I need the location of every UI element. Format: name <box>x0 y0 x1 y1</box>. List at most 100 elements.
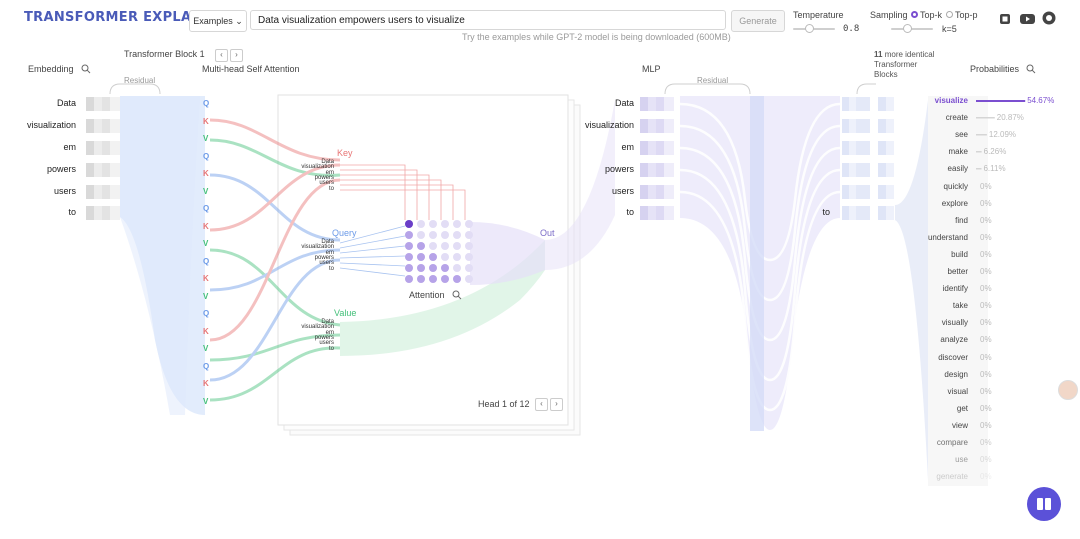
block-output-vector[interactable] <box>842 206 870 220</box>
block-output-vector[interactable] <box>842 141 870 155</box>
probability-token[interactable]: build <box>951 249 968 259</box>
k-value: k=5 <box>942 24 957 34</box>
avatar[interactable] <box>1058 380 1078 400</box>
probability-token[interactable]: identify <box>942 284 968 294</box>
k-slider-knob[interactable] <box>903 24 912 33</box>
prompt-input[interactable]: Data visualization empowers users to vis… <box>250 10 726 30</box>
mlp-input-vector[interactable] <box>640 141 674 155</box>
block-output-vector[interactable] <box>842 163 870 177</box>
github-icon[interactable] <box>1042 11 1056 25</box>
probability-token[interactable]: view <box>951 420 968 430</box>
examples-dropdown[interactable]: Examples ⌄ <box>189 10 247 32</box>
block-output-vector[interactable] <box>842 119 870 133</box>
temperature-slider[interactable] <box>793 28 835 30</box>
qkv-letter-v: V <box>203 186 209 196</box>
book-button[interactable] <box>1027 487 1061 521</box>
final-block-vector[interactable] <box>878 119 894 133</box>
qkv-letter-k: K <box>203 274 209 283</box>
block-next-button[interactable]: › <box>230 49 243 62</box>
probability-token[interactable]: easily <box>947 164 968 174</box>
final-block-vector[interactable] <box>878 185 894 199</box>
mlp-input-vector[interactable] <box>640 97 674 111</box>
qkv-letter-k: K <box>203 379 209 388</box>
zoom-icon[interactable] <box>81 64 91 74</box>
embedding-vector[interactable] <box>86 206 120 220</box>
probability-token[interactable]: quickly <box>943 181 968 191</box>
probability-token[interactable]: see <box>955 130 968 140</box>
token-label: visualization <box>26 120 76 130</box>
model-icon[interactable] <box>998 12 1012 26</box>
generate-button[interactable]: Generate <box>731 10 785 32</box>
mlp-input-vector[interactable] <box>640 185 674 199</box>
probability-token[interactable]: generate <box>936 472 968 482</box>
block-prev-button[interactable]: ‹ <box>215 49 228 62</box>
mlp-input-vector[interactable] <box>640 163 674 177</box>
matrix-token-label: visualization <box>301 244 334 251</box>
youtube-icon[interactable] <box>1020 12 1035 26</box>
probability-token[interactable]: take <box>952 301 968 311</box>
qkv-letter-q: Q <box>203 204 210 213</box>
value-label: Value <box>334 308 357 318</box>
qkv-letter-q: Q <box>203 309 210 318</box>
k-slider[interactable] <box>891 28 933 30</box>
mlp-input-vector[interactable] <box>640 206 674 220</box>
residual-arc <box>109 83 161 95</box>
probability-value: 0% <box>980 198 992 208</box>
final-block-vector[interactable] <box>878 163 894 177</box>
topk-label: Top-k <box>920 10 943 20</box>
probability-token[interactable]: better <box>947 267 968 276</box>
probability-token[interactable]: find <box>955 215 968 225</box>
topp-radio[interactable] <box>946 11 953 18</box>
examples-label: Examples <box>193 16 233 26</box>
final-token-label: to <box>822 207 830 217</box>
probability-token[interactable]: analyze <box>940 335 968 345</box>
mlp-input-vector[interactable] <box>640 119 674 133</box>
probability-token[interactable]: understand <box>927 232 968 242</box>
embedding-vector[interactable] <box>86 163 120 177</box>
final-block-vector[interactable] <box>878 141 894 155</box>
probability-value: 0% <box>980 181 992 191</box>
matrix-token-label: powers <box>314 254 334 261</box>
probability-value: 0% <box>980 472 992 482</box>
probability-token[interactable]: visualize <box>934 96 968 105</box>
final-block-vector[interactable] <box>878 97 894 111</box>
zoom-icon[interactable] <box>452 290 462 300</box>
attention-out-band <box>470 222 545 285</box>
embedding-vector[interactable] <box>86 141 120 155</box>
mlp-token-label: visualization <box>584 120 634 130</box>
head-next-button[interactable]: › <box>550 398 563 411</box>
probability-value: 0% <box>980 420 992 430</box>
probability-token[interactable]: design <box>944 369 968 379</box>
probability-token[interactable]: visually <box>941 318 968 328</box>
zoom-icon[interactable] <box>1026 64 1036 74</box>
probability-token[interactable]: use <box>955 455 968 465</box>
matrix-token-label: to <box>328 185 334 192</box>
block-output-vector[interactable] <box>842 185 870 199</box>
qkv-letter-v: V <box>203 291 209 301</box>
qkv-letter-k: K <box>203 221 209 231</box>
probability-token[interactable]: explore <box>941 198 968 208</box>
probability-token[interactable]: create <box>945 113 968 123</box>
embedding-flow-light <box>120 96 200 415</box>
value-band <box>340 240 545 356</box>
probability-value: 0% <box>980 335 992 345</box>
probability-token[interactable]: compare <box>936 438 968 447</box>
block-output-vector[interactable] <box>842 97 870 111</box>
head-prev-button[interactable]: ‹ <box>535 398 548 411</box>
embedding-vector[interactable] <box>86 119 120 133</box>
temperature-label: Temperature <box>793 10 844 20</box>
probability-value: 0% <box>980 386 992 396</box>
embedding-vector[interactable] <box>86 185 120 199</box>
probability-token[interactable]: visual <box>947 386 968 396</box>
probability-token[interactable]: discover <box>938 352 968 362</box>
embedding-vector[interactable] <box>86 97 120 111</box>
final-block-vector[interactable] <box>878 206 894 220</box>
probability-token[interactable]: get <box>956 403 968 413</box>
probability-token[interactable]: make <box>948 147 968 157</box>
more-blocks-text3: Blocks <box>874 70 898 79</box>
embedding-label: Embedding <box>28 64 74 74</box>
temperature-slider-knob[interactable] <box>805 24 814 33</box>
probability-value: 0% <box>980 267 992 276</box>
topk-radio[interactable] <box>911 11 918 18</box>
app-title: TRANSFORMER EXPLAINER <box>24 10 228 25</box>
